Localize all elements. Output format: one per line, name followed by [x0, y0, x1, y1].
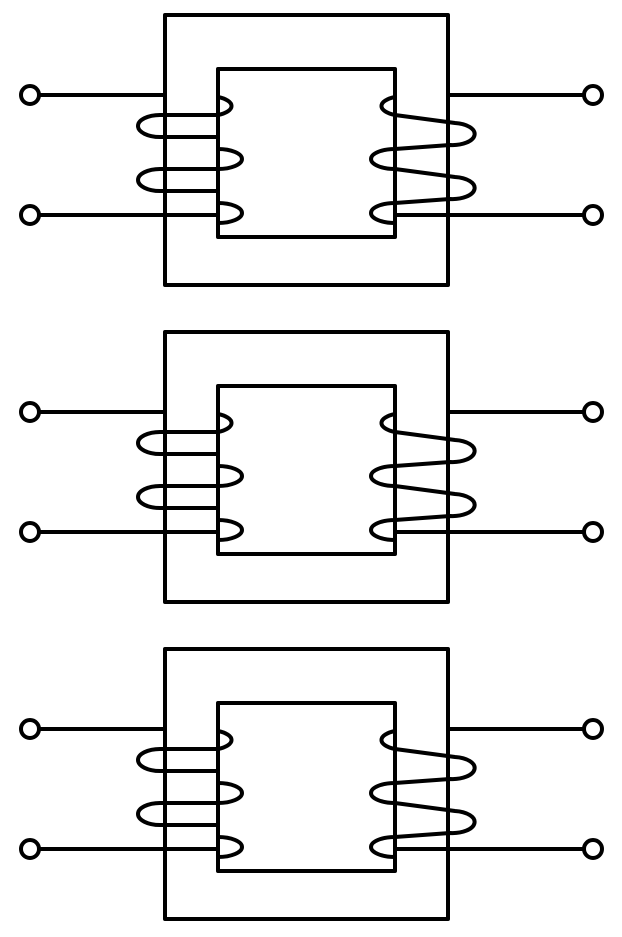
- transformer-1: [19, 13, 604, 287]
- outer-core: [163, 13, 450, 287]
- core-window: [216, 67, 397, 239]
- core-window: [216, 701, 397, 873]
- secondary-coil: [369, 729, 477, 859]
- transformer-2: [19, 330, 604, 604]
- primary-coil: [136, 95, 244, 225]
- secondary-terminal-bottom: [582, 838, 604, 860]
- secondary-terminal-top: [582, 718, 604, 740]
- secondary-terminal-bottom: [582, 521, 604, 543]
- primary-terminal-bottom: [19, 838, 41, 860]
- primary-terminal-bottom: [19, 204, 41, 226]
- outer-core: [163, 330, 450, 604]
- secondary-coil: [369, 95, 477, 225]
- primary-terminal-top: [19, 84, 41, 106]
- secondary-coil: [369, 412, 477, 542]
- outer-core: [163, 647, 450, 921]
- secondary-terminal-bottom: [582, 204, 604, 226]
- primary-terminal-bottom: [19, 521, 41, 543]
- secondary-terminal-top: [582, 84, 604, 106]
- primary-coil: [136, 729, 244, 859]
- transformer-3: [19, 647, 604, 921]
- primary-terminal-top: [19, 718, 41, 740]
- primary-coil: [136, 412, 244, 542]
- secondary-terminal-top: [582, 401, 604, 423]
- core-window: [216, 384, 397, 556]
- primary-terminal-top: [19, 401, 41, 423]
